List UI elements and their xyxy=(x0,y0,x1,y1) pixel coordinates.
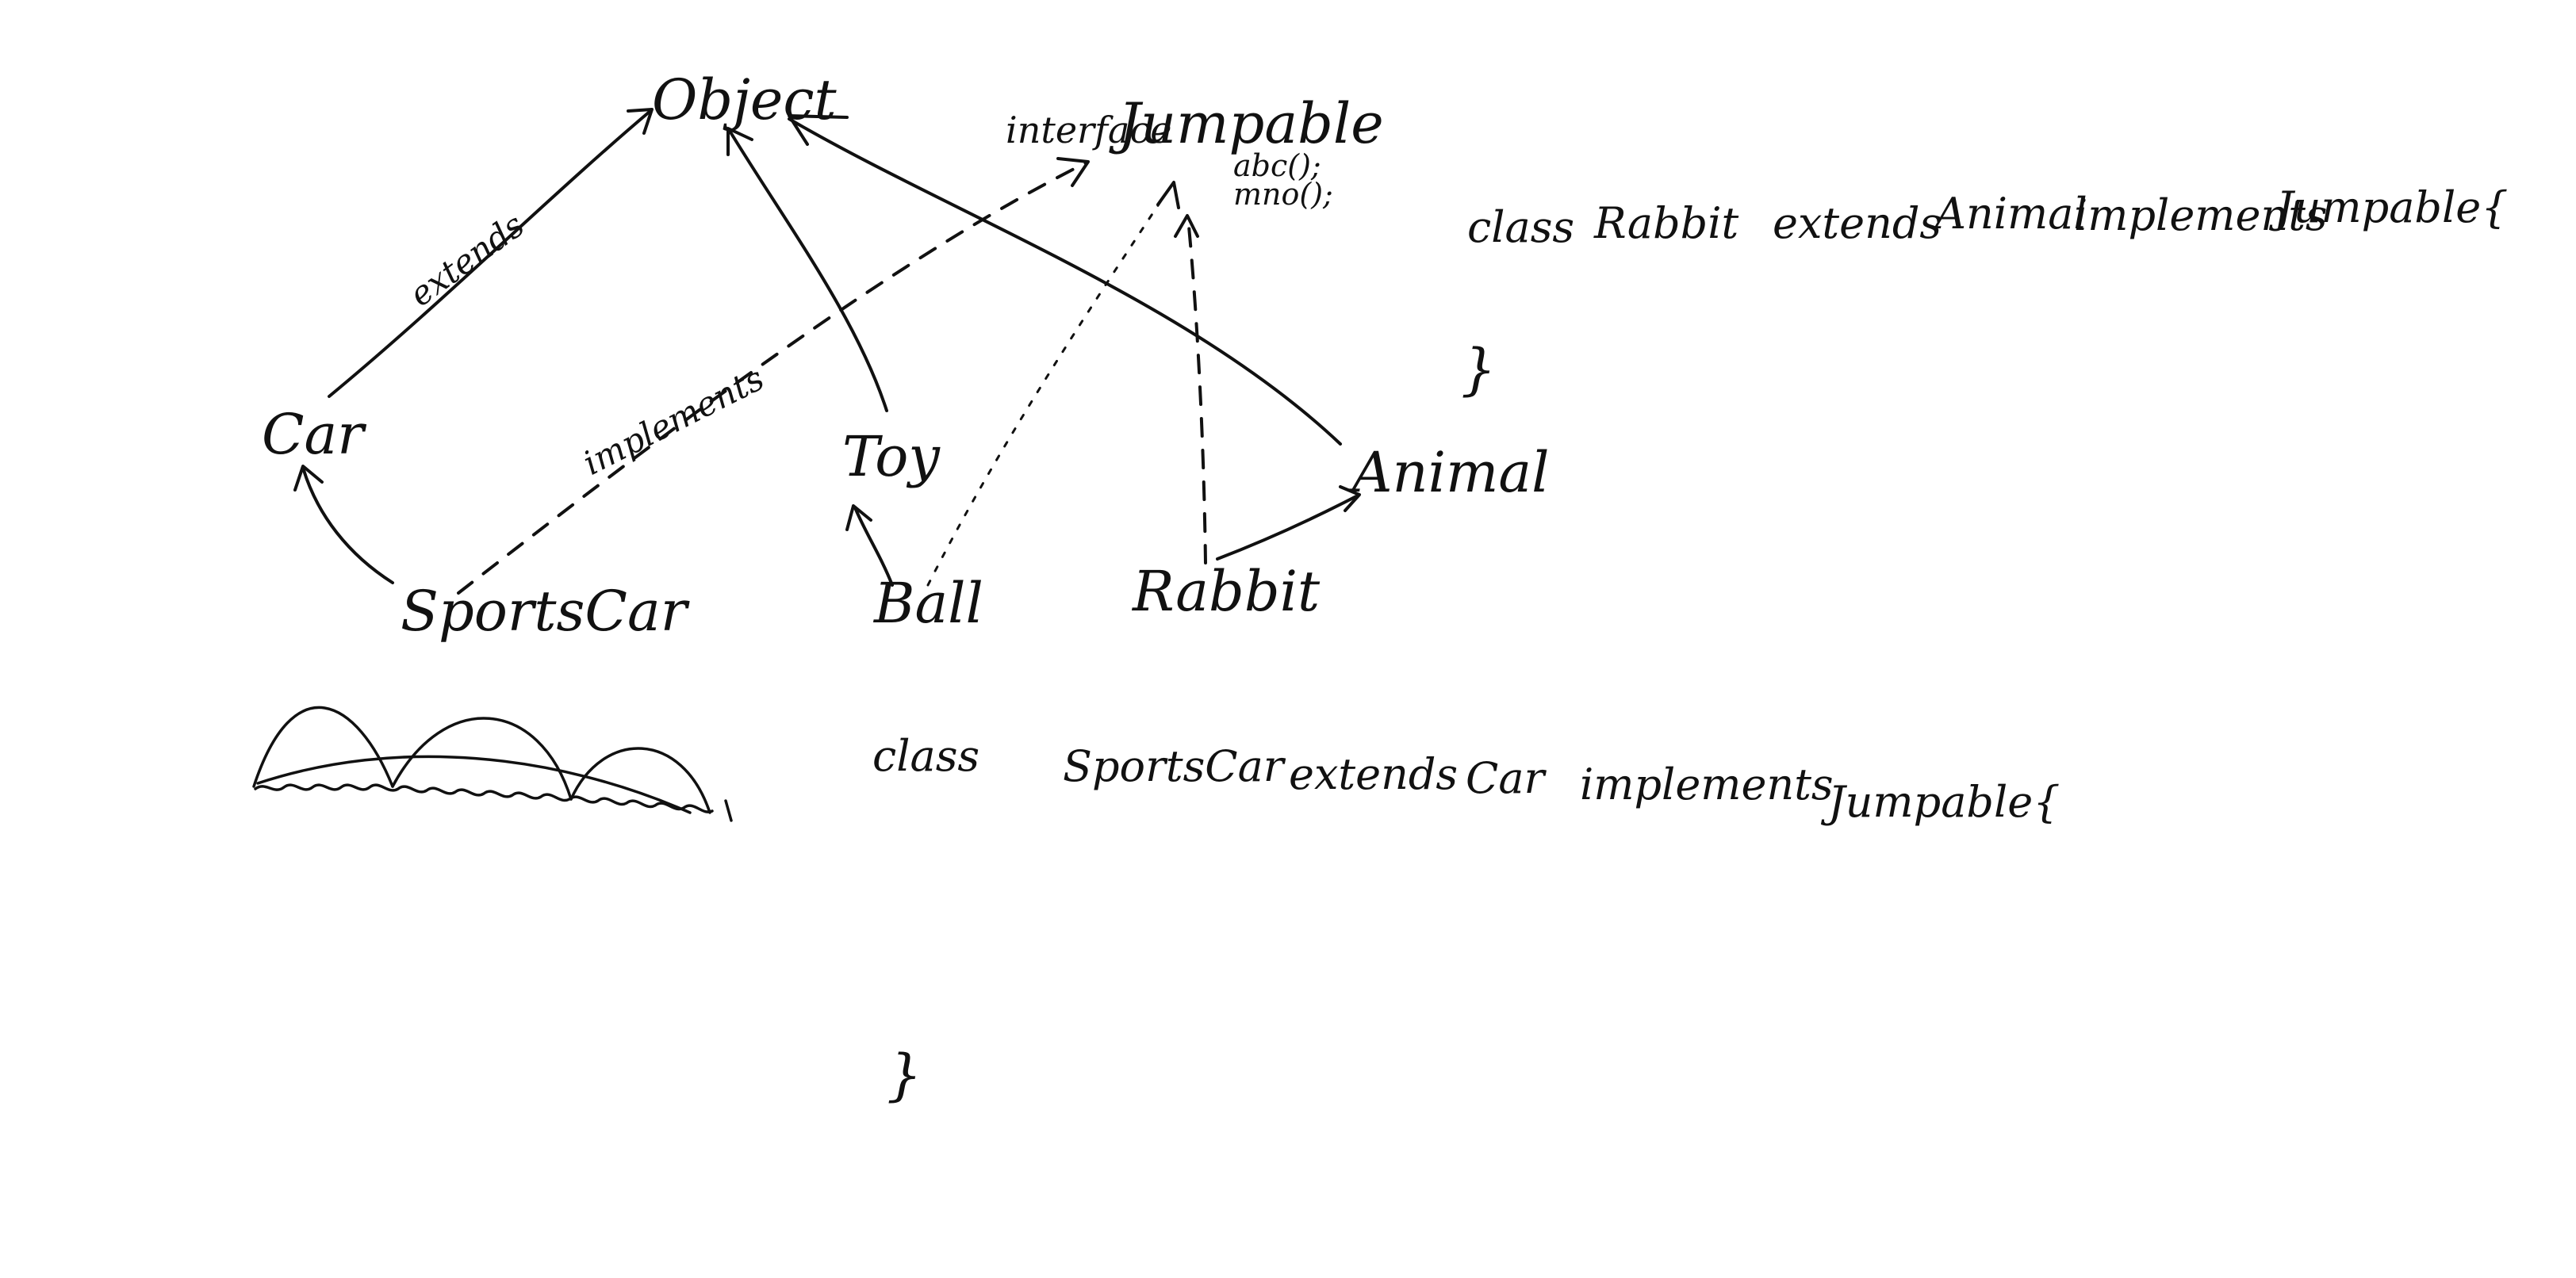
code-sportscar-keyword: class xyxy=(872,731,979,781)
node-toy: Toy xyxy=(842,424,941,489)
arrowhead-rabbit-animal xyxy=(1339,485,1361,512)
node-car: Car xyxy=(262,402,366,467)
code-block-rabbit: class Rabbit extends Animal implements J… xyxy=(1461,182,2509,402)
edge-label-extends: extends xyxy=(402,205,531,314)
edge-rabbit-jumpable xyxy=(1186,216,1207,564)
interface-keyword: interface xyxy=(1006,109,1171,151)
code-sportscar-extends: extends xyxy=(1289,749,1458,799)
node-rabbit: Rabbit xyxy=(1131,559,1321,624)
code-sportscar-implements: implements xyxy=(1580,760,1834,809)
interface-method-mno: mno(); xyxy=(1233,177,1333,212)
interface-method-abc: abc(); xyxy=(1233,148,1321,183)
edge-label-implements: implements xyxy=(577,358,770,483)
edge-rabbit-animal xyxy=(1216,494,1359,561)
code-sportscar-parent: Car xyxy=(1466,753,1547,803)
node-jumpable: Jumpable xyxy=(1109,91,1384,156)
node-animal: Animal xyxy=(1347,440,1550,505)
edge-animal-object xyxy=(788,117,1342,446)
code-sportscar-interface: Jumpable{ xyxy=(1820,777,2060,827)
code-rabbit-implements: implements xyxy=(2074,190,2328,240)
edge-sportscar-car xyxy=(301,466,394,584)
code-rabbit-closing-brace: } xyxy=(1461,337,1497,402)
arrowhead-rabbit-jumpable xyxy=(1174,214,1199,238)
arrowhead-toy-object xyxy=(726,127,753,156)
arrowhead-sportscar-jumpable xyxy=(1056,157,1090,187)
arrowhead-ball-jumpable xyxy=(1156,181,1180,209)
node-sportscar: SportsCar xyxy=(401,579,690,644)
edge-sportscar-jumpable xyxy=(457,161,1088,595)
code-block-sportscar: class SportsCar extends Car implements J… xyxy=(872,731,2060,1108)
code-rabbit-keyword: class xyxy=(1467,202,1574,252)
edge-toy-object xyxy=(728,129,888,412)
code-sportscar-classname: SportsCar xyxy=(1063,741,1286,791)
code-rabbit-classname: Rabbit xyxy=(1593,198,1738,248)
arrowhead-sportscar-car xyxy=(293,465,324,492)
bounce-sketch xyxy=(252,706,733,822)
arrowhead-car-object xyxy=(627,108,654,135)
code-rabbit-interface: Jumpable{ xyxy=(2268,182,2509,232)
node-object: Object xyxy=(652,67,838,132)
code-rabbit-parent: Animal xyxy=(1931,189,2087,239)
arrowhead-animal-object xyxy=(788,114,849,146)
arrowhead-ball-toy xyxy=(845,504,872,531)
edge-ball-toy xyxy=(853,506,894,587)
edge-ball-jumpable xyxy=(926,182,1174,587)
code-sportscar-closing-brace: } xyxy=(887,1043,922,1108)
code-rabbit-extends: extends xyxy=(1773,198,1942,248)
edge-car-object xyxy=(328,109,652,398)
